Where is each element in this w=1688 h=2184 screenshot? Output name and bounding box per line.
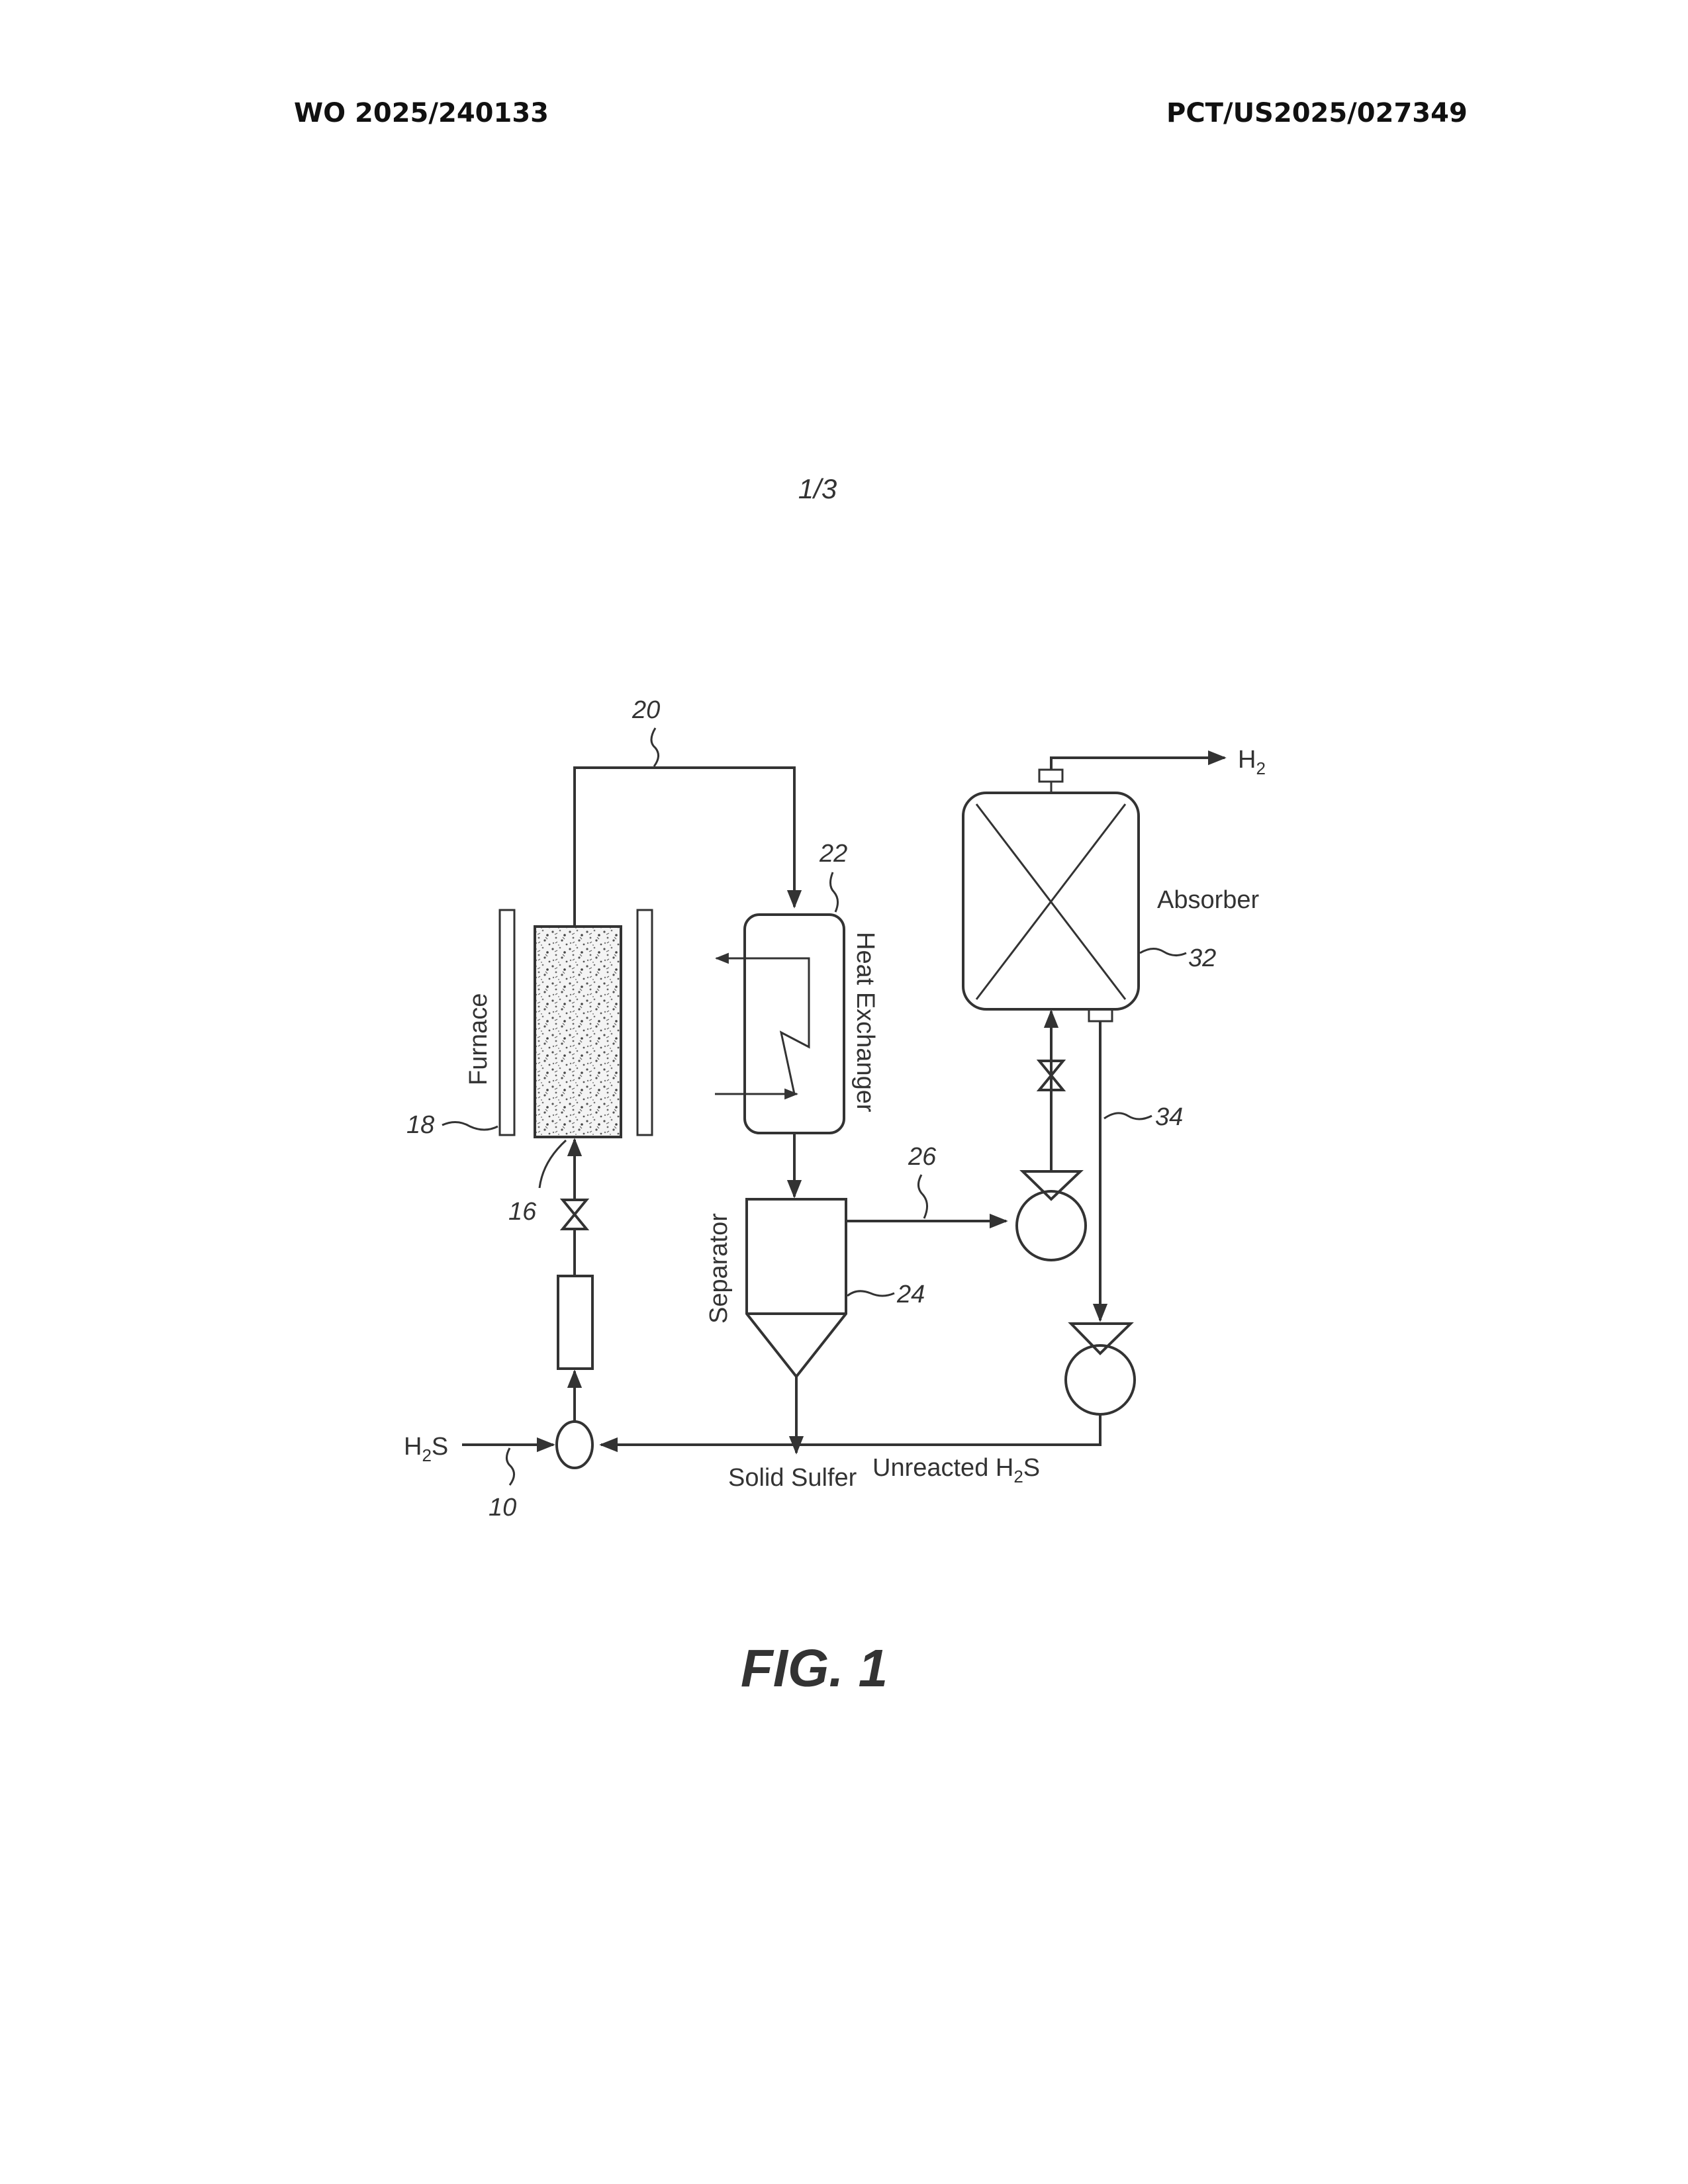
heat-exchanger-ref: 22	[819, 840, 847, 868]
reactor-packed-bed	[535, 927, 621, 1137]
furnace-wall-right	[637, 910, 652, 1135]
heat-exchanger	[745, 915, 844, 1133]
solid-sulfer-label: Solid Sulfer	[728, 1464, 857, 1492]
separator-label: Separator	[705, 1213, 733, 1324]
reactor-outlet-ref: 20	[632, 696, 660, 724]
feed-preheater	[558, 1276, 592, 1369]
reactor-outlet-line	[575, 768, 794, 927]
gas-line-ref: 26	[908, 1143, 937, 1171]
h2-outlet-line	[1051, 758, 1225, 770]
unreacted-h2s-label: Unreacted H2S	[872, 1454, 1040, 1486]
furnace-leader	[442, 1122, 498, 1130]
furnace-wall-left	[500, 910, 514, 1135]
h2s-feed-label: H2S	[404, 1433, 448, 1465]
separator-ref: 24	[896, 1281, 925, 1308]
feed-valve	[563, 1200, 586, 1229]
separator-vessel	[747, 1199, 846, 1377]
reactor-outlet-leader	[651, 728, 659, 766]
reactor-ref: 16	[508, 1198, 537, 1226]
recycle-line-ref: 34	[1155, 1103, 1183, 1131]
reactor-leader	[539, 1140, 566, 1188]
separator-leader	[847, 1291, 894, 1296]
upper-pump	[1017, 1191, 1086, 1260]
absorber-leader	[1140, 948, 1186, 955]
h2-outlet-label: H2	[1238, 746, 1266, 778]
lower-pump-discharge	[1071, 1324, 1131, 1353]
lower-pump	[1066, 1345, 1135, 1414]
heat-exchanger-coil	[715, 958, 809, 1094]
gas-line-leader	[918, 1175, 927, 1218]
unreacted-h2s-return-line	[601, 1414, 1100, 1445]
feed-line-ref: 10	[489, 1494, 516, 1522]
furnace-label: Furnace	[465, 993, 492, 1085]
absorber-ref: 32	[1188, 944, 1216, 972]
feed-line-leader	[506, 1448, 514, 1485]
recycle-line-leader	[1104, 1113, 1152, 1119]
absorber-top-nozzle	[1039, 770, 1062, 782]
figure-caption: FIG. 1	[715, 1638, 914, 1699]
furnace-ref: 18	[406, 1111, 434, 1139]
heat-exchanger-label: Heat Exchanger	[851, 932, 879, 1113]
absorber-bottom-nozzle	[1089, 1009, 1112, 1021]
upper-pump-discharge	[1023, 1171, 1080, 1199]
feed-mixer	[557, 1422, 592, 1468]
heat-exchanger-leader	[830, 872, 837, 912]
absorber-label: Absorber	[1157, 886, 1260, 914]
